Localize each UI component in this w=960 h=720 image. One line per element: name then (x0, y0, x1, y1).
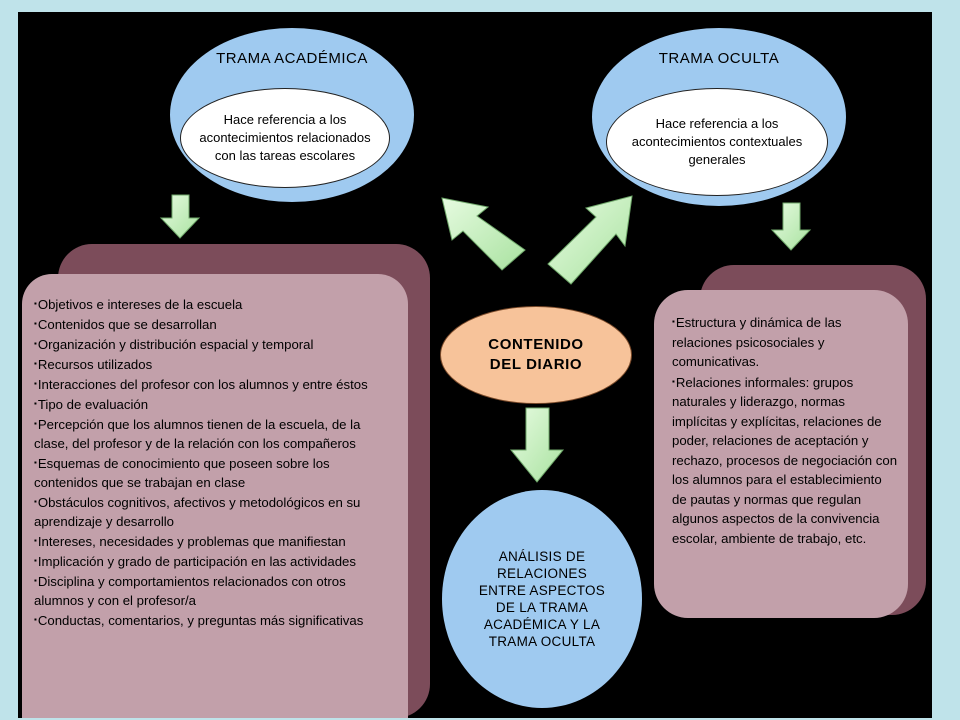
contenido-diario-oval: CONTENIDO DEL DIARIO (440, 306, 632, 404)
arrow-down-right (770, 202, 812, 251)
list-item: ▪Conductas, comentarios, y preguntas más… (34, 610, 392, 630)
list-item-text: Organización y distribución espacial y t… (37, 337, 314, 352)
list-item-text: Interacciones del profesor con los alumn… (37, 377, 368, 392)
trama-academica-title: TRAMA ACADÉMICA (216, 50, 368, 67)
list-item: ▪Contenidos que se desarrollan (34, 314, 392, 334)
bullet-icon: ▪ (672, 317, 675, 326)
bullet-icon: ▪ (34, 359, 37, 368)
list-item: ▪Recursos utilizados (34, 354, 392, 374)
bullet-icon: ▪ (34, 458, 37, 467)
list-item-text: Contenidos que se desarrollan (37, 317, 217, 332)
list-item: ▪Esquemas de conocimiento que poseen sob… (34, 453, 392, 492)
bullet-icon: ▪ (34, 497, 37, 506)
list-item: ▪Interacciones del profesor con los alum… (34, 374, 392, 394)
list-item-text: Conductas, comentarios, y preguntas más … (37, 613, 364, 628)
bullet-icon: ▪ (34, 339, 37, 348)
list-item-text: Estructura y dinámica de las relaciones … (672, 315, 842, 369)
bullet-icon: ▪ (34, 379, 37, 388)
list-item: ▪Percepción que los alumnos tienen de la… (34, 414, 392, 453)
list-item-text: Esquemas de conocimiento que poseen sobr… (34, 456, 330, 490)
bullet-icon: ▪ (34, 615, 37, 624)
bullet-icon: ▪ (34, 419, 37, 428)
contenido-line-1: CONTENIDO (488, 336, 584, 353)
trama-academica-list: ▪Objetivos e intereses de la escuela▪Con… (34, 294, 392, 630)
contenido-line-2: DEL DIARIO (489, 356, 583, 373)
analisis-oval: ANÁLISIS DE RELACIONES ENTRE ASPECTOS DE… (442, 490, 642, 708)
list-item: ▪Organización y distribución espacial y … (34, 334, 392, 354)
right-box (654, 290, 908, 618)
list-item-text: Implicación y grado de participación en … (37, 554, 356, 569)
list-item-text: Objetivos e intereses de la escuela (37, 297, 243, 312)
trama-academica-description: Hace referencia a los acontecimientos re… (180, 88, 390, 188)
list-item-text: Recursos utilizados (37, 357, 153, 372)
analisis-text: ANÁLISIS DE RELACIONES ENTRE ASPECTOS DE… (478, 549, 606, 649)
list-item: ▪Objetivos e intereses de la escuela (34, 294, 392, 314)
bullet-icon: ▪ (34, 399, 37, 408)
arrows-layer (159, 194, 812, 483)
left-box (22, 274, 408, 718)
list-item: ▪Obstáculos cognitivos, afectivos y meto… (34, 492, 392, 531)
bullet-icon: ▪ (34, 556, 37, 565)
list-item: ▪Estructura y dinámica de las relaciones… (672, 312, 898, 372)
list-item-text: Obstáculos cognitivos, afectivos y metod… (34, 495, 361, 529)
list-item-text: Tipo de evaluación (37, 397, 149, 412)
list-item-text: Relaciones informales: grupos naturales … (672, 374, 898, 546)
list-item-text: Intereses, necesidades y problemas que m… (37, 534, 346, 549)
arrow-up-right (547, 195, 633, 285)
list-item: ▪Tipo de evaluación (34, 394, 392, 414)
bullet-icon: ▪ (34, 536, 37, 545)
bullet-icon: ▪ (34, 576, 37, 585)
trama-oculta-list: ▪Estructura y dinámica de las relaciones… (672, 312, 898, 548)
list-item: ▪Implicación y grado de participación en… (34, 551, 392, 571)
arrow-up-left (441, 197, 526, 271)
trama-oculta-title: TRAMA OCULTA (658, 50, 780, 67)
list-item: ▪Relaciones informales: grupos naturales… (672, 372, 898, 549)
arrow-down-left (159, 194, 201, 239)
bullet-icon: ▪ (34, 319, 37, 328)
trama-oculta-description: Hace referencia a los acontecimientos co… (606, 88, 828, 196)
list-item-text: Disciplina y comportamientos relacionado… (34, 574, 346, 608)
diagram-canvas: TRAMA ACADÉMICA Hace referencia a los ac… (18, 12, 932, 718)
list-item: ▪Disciplina y comportamientos relacionad… (34, 571, 392, 610)
bullet-icon: ▪ (34, 299, 37, 308)
bullet-icon: ▪ (672, 376, 675, 386)
arrow-down-center (509, 407, 565, 483)
list-item-text: Percepción que los alumnos tienen de la … (34, 417, 361, 451)
list-item: ▪Intereses, necesidades y problemas que … (34, 531, 392, 551)
